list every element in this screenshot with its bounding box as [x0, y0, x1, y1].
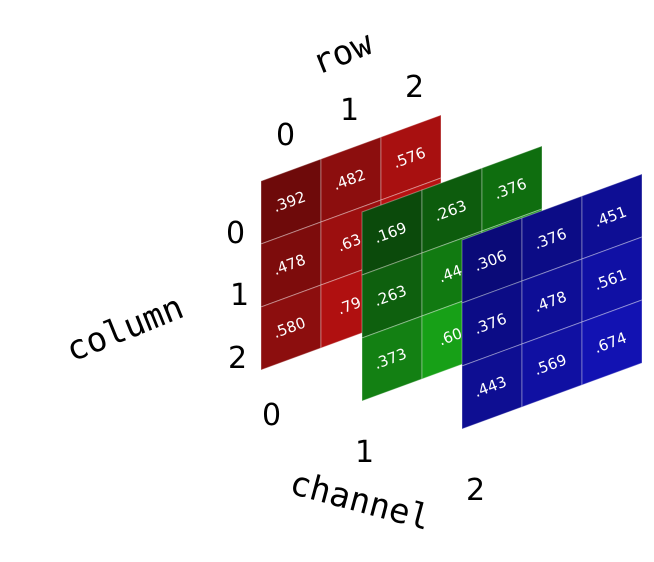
channel-layer-0: .392.482.576.478.63.580.79	[260, 114, 442, 371]
row-tick-0: 0	[276, 118, 295, 153]
row-axis-title: row	[306, 23, 378, 83]
channel-layers: .392.482.576.478.63.580.79.169.263.376.2…	[260, 114, 643, 430]
column-tick-0: 0	[226, 216, 245, 251]
row-tick-1: 1	[340, 93, 359, 128]
row-tick-2: 2	[405, 70, 424, 105]
column-axis-title: column	[60, 287, 189, 370]
channel-tick-2: 2	[466, 473, 485, 508]
column-tick-1: 1	[230, 278, 249, 313]
channel-axis-title: channel	[286, 463, 435, 539]
channel-tick-1: 1	[355, 435, 374, 470]
channel-layer-2: .306.376.451.376.478.561.443.569.674	[461, 173, 643, 430]
grid-cell	[581, 299, 643, 386]
column-tick-2: 2	[228, 341, 247, 376]
channel-tick-0: 0	[262, 398, 281, 433]
